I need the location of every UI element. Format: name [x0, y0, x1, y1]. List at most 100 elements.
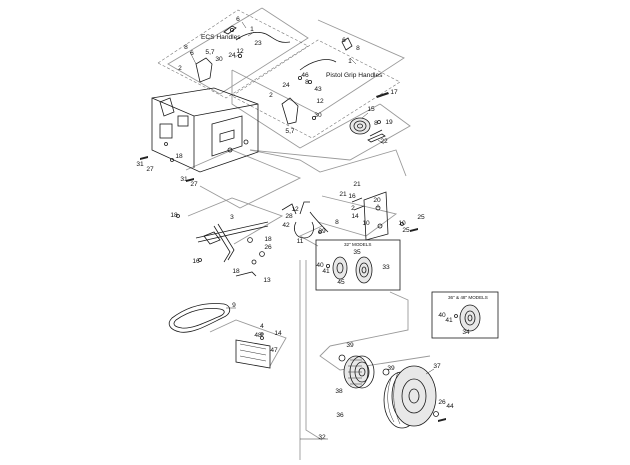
frame-bolts [140, 156, 194, 218]
callout: 11 [297, 238, 304, 245]
drive-pulley-assembly [349, 117, 386, 143]
callout: 12 [291, 206, 299, 213]
pistol-grip-bracket [341, 37, 353, 51]
drive-clutch-spring [281, 201, 329, 239]
callout: 27 [190, 181, 198, 188]
callout: 27 [146, 166, 154, 173]
callout: 47 [270, 347, 278, 354]
ecs-handles-group: ECS Handles [157, 9, 309, 99]
callout: 14 [274, 330, 282, 337]
callout: 26 [264, 244, 272, 251]
ecs-handle-plate [195, 57, 213, 83]
callout: 18 [232, 268, 240, 275]
callout: 31 [136, 161, 144, 168]
callout: 43 [314, 86, 322, 93]
callout: 24 [228, 52, 236, 59]
callout: 28 [285, 213, 293, 220]
pistol-grip-plate [281, 97, 299, 125]
callout: 6 [190, 50, 194, 57]
callout: 14 [351, 213, 359, 220]
callout: 33 [382, 264, 390, 271]
callout: 24 [282, 82, 290, 89]
callout: 30 [314, 112, 322, 119]
callout: 18 [175, 153, 183, 160]
shift-linkage-part-3 [195, 221, 269, 277]
callout-labels: 6 1 23 8 6 5,7 24 12 30 2 6 8 1 46 8 24 … [136, 16, 470, 441]
callout: 19 [385, 119, 393, 126]
callout: 8 [374, 120, 378, 127]
axle-hardware [433, 411, 446, 422]
callout: 42 [282, 222, 290, 229]
callout: 12 [316, 98, 324, 105]
ecs-handles-heading: ECS Handles [201, 34, 241, 41]
callout: 10 [398, 220, 406, 227]
callout: 48 [254, 332, 262, 339]
models-32-box: 32" MODELS [315, 239, 401, 291]
callout: 6 [342, 37, 346, 44]
callout: 13 [263, 277, 271, 284]
callout: 9 [232, 302, 236, 309]
callout: 16 [348, 193, 356, 200]
callout: 10 [362, 220, 370, 227]
drive-belt-part-9 [168, 303, 231, 333]
callout: 23 [254, 40, 262, 47]
pistol-grip-handles-group: Pistol Grip Handles [231, 37, 401, 139]
callout: 37 [433, 363, 441, 370]
callout: 35 [353, 249, 361, 256]
belt-guard-plate-47 [235, 332, 271, 369]
callout: 41 [445, 317, 453, 324]
callout: 12 [236, 48, 244, 55]
models-36-48-box: 36" & 48" MODELS [431, 291, 499, 339]
callout: 18 [170, 212, 178, 219]
models-32-heading: 32" MODELS [344, 242, 371, 247]
callout: 26 [438, 399, 446, 406]
callout: 46 [301, 72, 309, 79]
callout: 20 [373, 197, 381, 204]
pistol-grip-handles-heading: Pistol Grip Handles [326, 72, 383, 79]
callout: 30 [215, 56, 223, 63]
tire-part-37 [383, 365, 437, 429]
pistol-grip-cable [299, 59, 337, 71]
callout: 45 [337, 279, 345, 286]
callout: 17 [390, 89, 398, 96]
callout: 15 [367, 106, 375, 113]
callout: 4 [260, 323, 264, 330]
callout: 2 [178, 65, 182, 72]
callout: 25 [417, 214, 425, 221]
callout: 32 [318, 434, 326, 441]
callout: 5,7 [285, 128, 294, 135]
callout: 39 [346, 342, 354, 349]
callout: 5,7 [205, 49, 214, 56]
callout: 2 [351, 205, 355, 212]
pin-part-17 [376, 92, 389, 98]
callout: 8 [356, 45, 360, 52]
callout: 21 [353, 181, 361, 188]
callout: 21 [339, 191, 347, 198]
callout: 8 [184, 44, 188, 51]
models-36-48-frame [431, 291, 499, 339]
callout: 18 [264, 236, 272, 243]
callout: 8 [335, 219, 339, 226]
callout: 2 [269, 92, 273, 99]
callout: 40 [438, 312, 446, 319]
chassis-frame [151, 87, 259, 173]
ecs-bracket [223, 25, 237, 35]
callout: 40 [316, 262, 324, 269]
callout: 41 [322, 268, 330, 275]
callout: 1 [250, 26, 254, 33]
ecs-control-cable [235, 32, 291, 43]
models-32-frame [315, 239, 401, 291]
routing-guide-lines [167, 7, 431, 460]
callout: 6 [236, 16, 240, 23]
leader-lines [226, 21, 435, 440]
wheel-hub-part-38 [338, 354, 390, 389]
callout: 38 [335, 388, 343, 395]
callout: 44 [446, 403, 454, 410]
callout: 25 [402, 227, 410, 234]
callout: 39 [387, 365, 395, 372]
callout: 34 [462, 329, 470, 336]
callout: 16 [192, 258, 200, 265]
callout: 29 [318, 228, 326, 235]
